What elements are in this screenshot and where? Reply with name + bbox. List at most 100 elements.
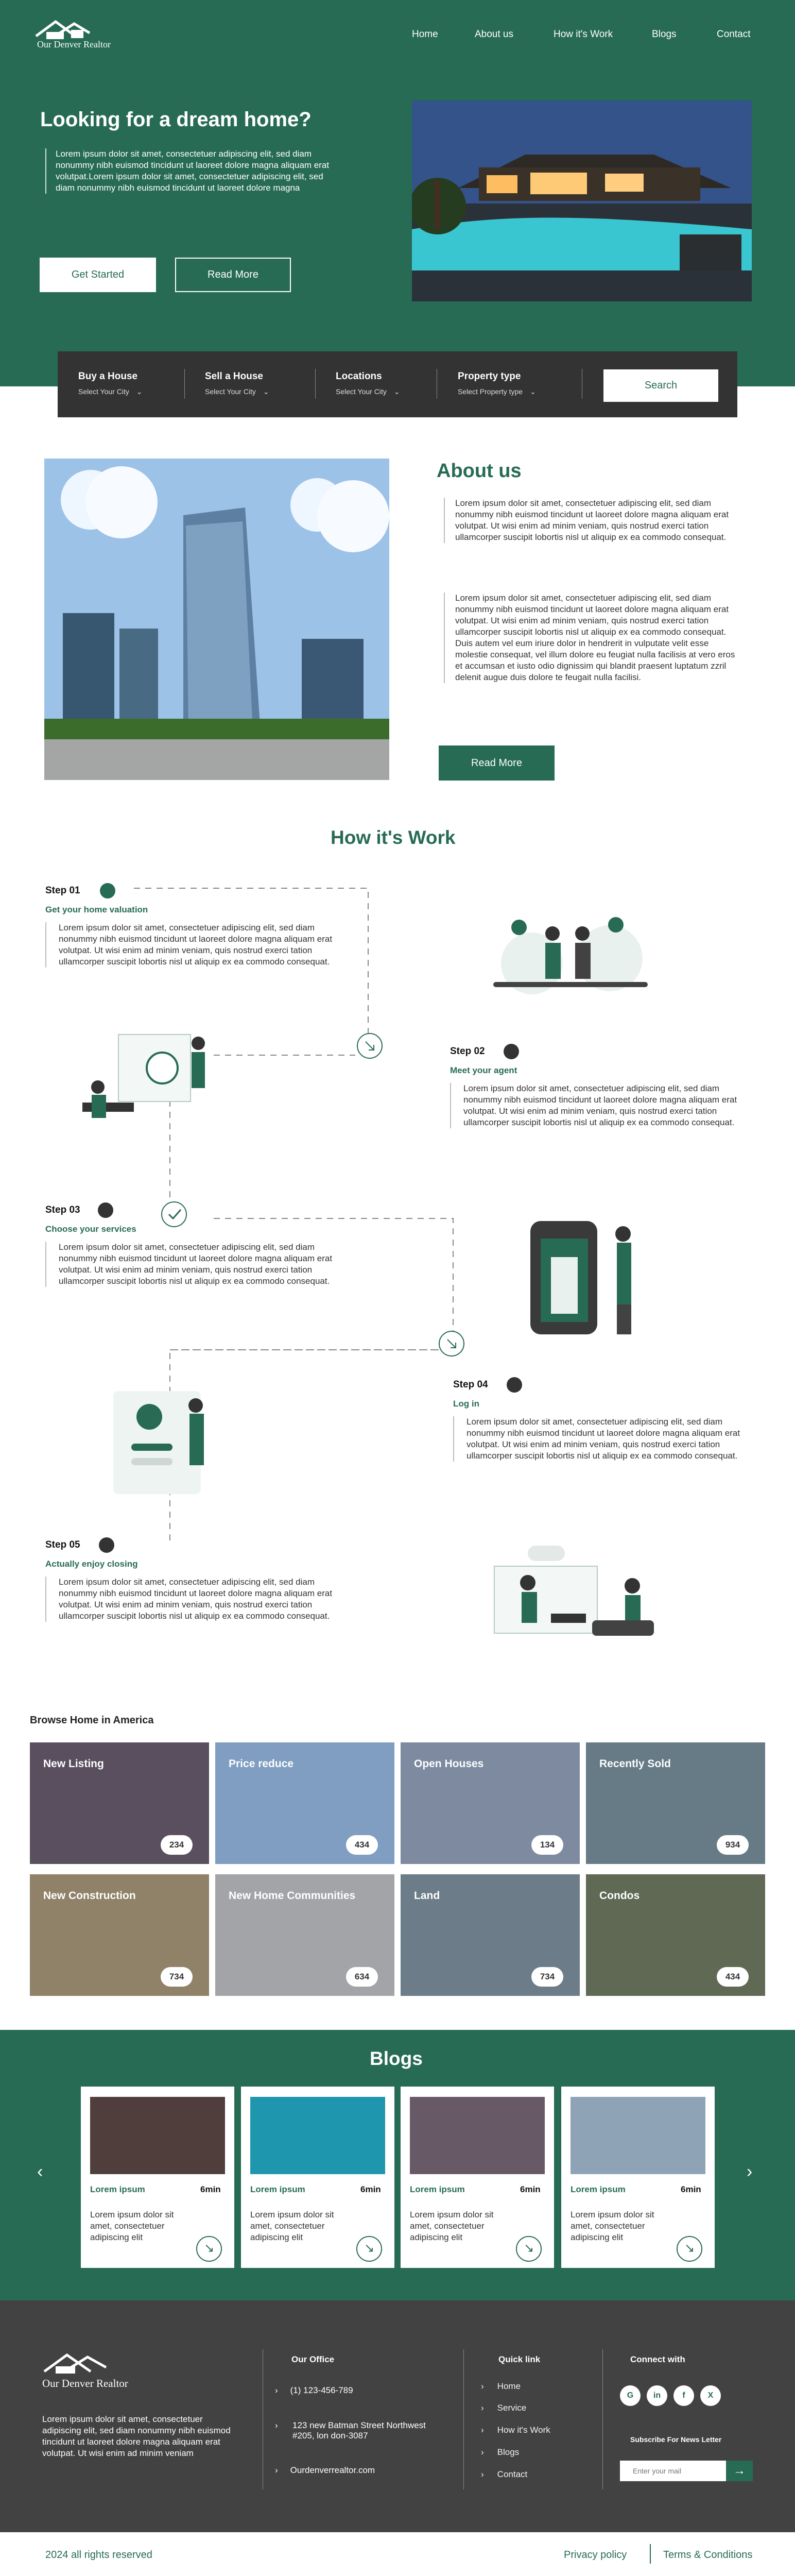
buy-select[interactable]: Select Your City⌄: [78, 387, 143, 396]
blog-title: Lorem ipsum: [90, 2184, 145, 2194]
sell-field[interactable]: Sell a House Select Your City⌄: [205, 371, 300, 396]
google-icon[interactable]: G: [620, 2385, 641, 2406]
bottom-divider: [650, 2544, 651, 2564]
about-paragraph-2: Lorem ipsum dolor sit amet, consectetuer…: [444, 592, 742, 683]
blog-open-icon[interactable]: ↘: [196, 2236, 222, 2262]
card-label: New Listing: [43, 1758, 104, 1770]
footer-how-link[interactable]: ›How it's Work: [481, 2425, 550, 2435]
blog-card[interactable]: Lorem ipsum 6min Lorem ipsum dolor sit a…: [81, 2087, 234, 2268]
blog-image: [571, 2097, 705, 2174]
card-label: Recently Sold: [599, 1758, 671, 1770]
about-city-image: [44, 459, 389, 780]
footer-blogs-link[interactable]: ›Blogs: [481, 2447, 520, 2457]
blog-time: 6min: [520, 2184, 541, 2194]
hero-read-more-button[interactable]: Read More: [175, 258, 291, 292]
step-circle-icon: [98, 1202, 113, 1218]
buy-field[interactable]: Buy a House Select Your City⌄: [78, 371, 174, 396]
blog-open-icon[interactable]: ↘: [356, 2236, 382, 2262]
nav-home[interactable]: Home: [412, 29, 438, 40]
blog-open-icon[interactable]: ↘: [516, 2236, 542, 2262]
divider: [184, 369, 185, 399]
property-type-select[interactable]: Select Property type⌄: [458, 387, 536, 396]
chevron-down-icon: ⌄: [393, 387, 400, 396]
browse-card-condos[interactable]: Condos 434: [586, 1874, 765, 1996]
browse-card-new-listing[interactable]: New Listing 234: [30, 1742, 209, 1864]
blog-time: 6min: [200, 2184, 221, 2194]
step-01-title: Get your home valuation: [45, 905, 148, 914]
step-03-text: Lorem ipsum dolor sit amet, consectetuer…: [45, 1242, 334, 1287]
newsletter-submit-arrow-icon[interactable]: →: [726, 2461, 753, 2481]
privacy-policy-link[interactable]: Privacy policy: [564, 2549, 627, 2561]
arrow-icon: ›: [275, 2465, 278, 2475]
blog-card[interactable]: Lorem ipsum 6min Lorem ipsum dolor sit a…: [561, 2087, 715, 2268]
footer-contact-link[interactable]: ›Contact: [481, 2469, 528, 2479]
step-03-label: Step 03: [45, 1205, 80, 1215]
about-read-more-button[interactable]: Read More: [439, 745, 555, 781]
footer-service-link[interactable]: ›Service: [481, 2403, 527, 2413]
step-02-title: Meet your agent: [450, 1065, 517, 1075]
footer-home-link[interactable]: ›Home: [481, 2381, 521, 2391]
listing-count: 434: [717, 1967, 749, 1987]
arrow-icon: ›: [481, 2381, 484, 2391]
location-field[interactable]: Locations Select Your City⌄: [336, 371, 431, 396]
website-row[interactable]: ›Ourdenverrealtor.com: [275, 2465, 375, 2475]
step-01: Step 01 Get your home valuation Lorem ip…: [45, 883, 334, 968]
step-04-title: Log in: [453, 1399, 479, 1409]
listing-count: 134: [531, 1835, 563, 1855]
sell-label: Sell a House: [205, 371, 263, 382]
card-label: Condos: [599, 1890, 640, 1902]
linkedin-icon[interactable]: in: [647, 2385, 667, 2406]
about-paragraph-1: Lorem ipsum dolor sit amet, consectetuer…: [444, 498, 742, 543]
step-04: Step 04 Log in Lorem ipsum dolor sit ame…: [453, 1377, 741, 1462]
nav-how[interactable]: How it's Work: [554, 29, 613, 40]
nav-contact[interactable]: Contact: [717, 29, 751, 40]
blogs-title: Blogs: [370, 2048, 423, 2069]
address-row: ›123 new Batman Street Northwest #205, l…: [275, 2420, 426, 2441]
get-started-button[interactable]: Get Started: [40, 258, 156, 292]
step-circle-icon: [504, 1044, 519, 1059]
browse-card-open-houses[interactable]: Open Houses 134: [401, 1742, 580, 1864]
blog-title: Lorem ipsum: [410, 2184, 465, 2194]
footer-logo[interactable]: Our Denver Realtor: [42, 2351, 140, 2389]
sell-select[interactable]: Select Your City⌄: [205, 387, 269, 396]
browse-card-new-construction[interactable]: New Construction 734: [30, 1874, 209, 1996]
blog-card[interactable]: Lorem ipsum 6min Lorem ipsum dolor sit a…: [401, 2087, 554, 2268]
blog-text: Lorem ipsum dolor sit amet, consectetuer…: [250, 2210, 334, 2242]
hero-pool-house-image: [412, 100, 752, 301]
property-type-field[interactable]: Property type Select Property type⌄: [458, 371, 563, 396]
browse-card-land[interactable]: Land 734: [401, 1874, 580, 1996]
step-02-label: Step 02: [450, 1046, 485, 1057]
blog-open-icon[interactable]: ↘: [677, 2236, 702, 2262]
workflow-dashed-path: [134, 888, 464, 1546]
property-type-label: Property type: [458, 371, 521, 382]
check-circle-icon: [100, 883, 115, 899]
phone-row[interactable]: ›(1) 123-456-789: [275, 2385, 353, 2395]
search-button[interactable]: Search: [603, 369, 718, 402]
facebook-icon[interactable]: f: [673, 2385, 694, 2406]
next-arrow-icon[interactable]: ›: [747, 2162, 753, 2181]
step-circle-icon: [507, 1377, 522, 1393]
divider: [315, 369, 316, 399]
browse-card-recently-sold[interactable]: Recently Sold 934: [586, 1742, 765, 1864]
card-label: Land: [414, 1890, 440, 1902]
step-04-label: Step 04: [453, 1379, 488, 1390]
blog-card[interactable]: Lorem ipsum 6min Lorem ipsum dolor sit a…: [241, 2087, 394, 2268]
previous-arrow-icon[interactable]: ‹: [37, 2162, 43, 2181]
terms-link[interactable]: Terms & Conditions: [663, 2549, 753, 2561]
x-icon[interactable]: X: [700, 2385, 721, 2406]
nav-blogs[interactable]: Blogs: [652, 29, 677, 40]
blog-image: [410, 2097, 545, 2174]
brand-logo[interactable]: Our Denver Realtor: [34, 18, 116, 49]
browse-card-new-home-communities[interactable]: New Home Communities 634: [215, 1874, 394, 1996]
nav-about[interactable]: About us: [475, 29, 513, 40]
blog-time: 6min: [360, 2184, 381, 2194]
footer: [0, 2300, 795, 2532]
house-logo-icon: [35, 20, 91, 39]
step-05-text: Lorem ipsum dolor sit amet, consectetuer…: [45, 1577, 334, 1622]
office-heading: Our Office: [291, 2354, 335, 2364]
browse-card-price-reduce[interactable]: Price reduce 434: [215, 1742, 394, 1864]
location-select[interactable]: Select Your City⌄: [336, 387, 400, 396]
listing-count: 934: [717, 1835, 749, 1855]
newsletter-email-input[interactable]: [620, 2461, 726, 2481]
location-label: Locations: [336, 371, 382, 382]
